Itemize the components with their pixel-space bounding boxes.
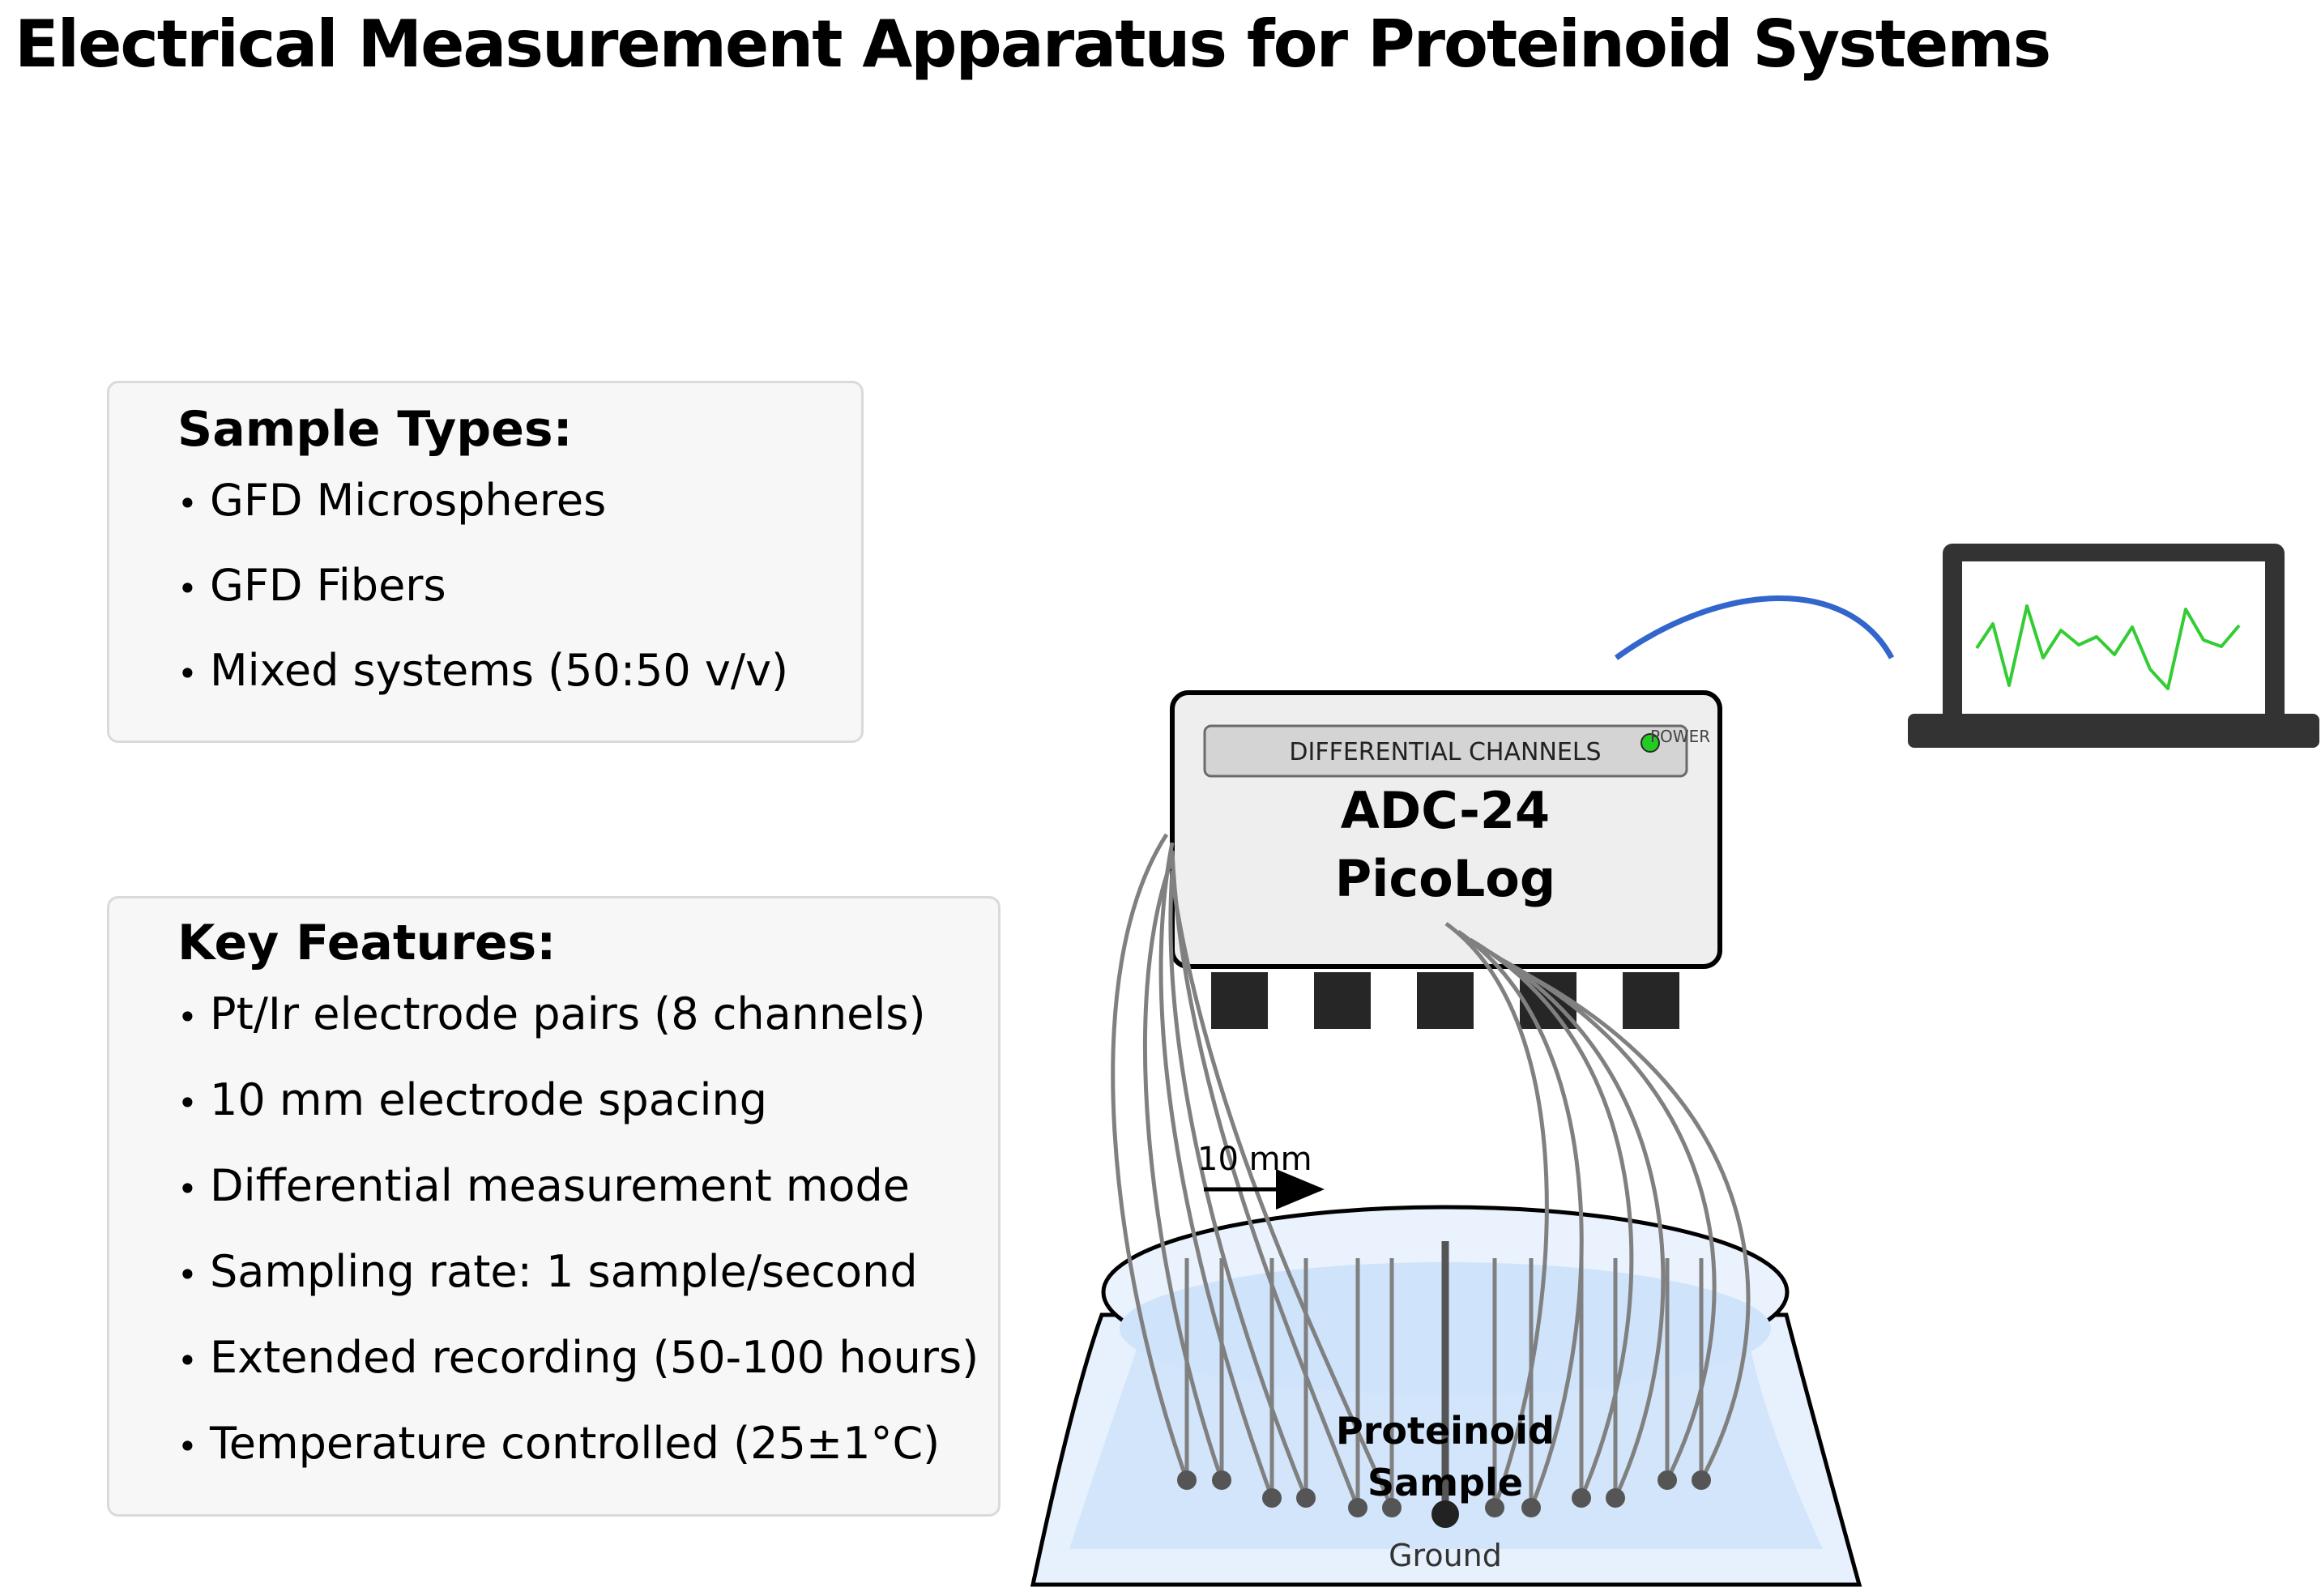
wire bbox=[1505, 962, 1751, 1482]
feature-item: Sampling rate: 1 sample/second bbox=[177, 1244, 979, 1329]
feature-item: Differential measurement mode bbox=[177, 1158, 979, 1244]
feature-item: Extended recording (50-100 hours) bbox=[177, 1329, 979, 1415]
wire bbox=[1444, 921, 1549, 1509]
sample-label: Proteinoid bbox=[1336, 1409, 1555, 1453]
key-features-heading: Key Features: bbox=[177, 915, 557, 971]
feature-item: Temperature controlled (25±1°C) bbox=[177, 1415, 979, 1501]
wire bbox=[1142, 858, 1224, 1481]
channel-connector bbox=[1314, 972, 1371, 1029]
signal-trace bbox=[1975, 604, 2241, 690]
power-led bbox=[1640, 733, 1660, 753]
electrode-tip bbox=[1382, 1498, 1402, 1517]
electrode-tip bbox=[1212, 1470, 1231, 1490]
electrode-tip bbox=[1521, 1498, 1541, 1517]
channels-label: DIFFERENTIAL CHANNELS bbox=[1289, 738, 1601, 766]
ground-label: Ground bbox=[1389, 1538, 1502, 1573]
page-title: Electrical Measurement Apparatus for Pro… bbox=[15, 6, 2051, 82]
sample-type-item: Mixed systems (50:50 v/v) bbox=[177, 642, 788, 728]
spacing-label: 10 mm bbox=[1197, 1141, 1312, 1178]
electrode-array bbox=[1184, 1258, 1704, 1508]
sample-label-line2: Sample bbox=[1367, 1461, 1523, 1504]
feature-item: Pt/Ir electrode pairs (8 channels) bbox=[177, 986, 979, 1072]
electrode-tip bbox=[1348, 1498, 1367, 1517]
data-logger: DIFFERENTIAL CHANNELS POWER ADC-24 PicoL… bbox=[1170, 690, 1722, 1029]
electrode-tip bbox=[1262, 1488, 1282, 1508]
feature-item: 10 mm electrode spacing bbox=[177, 1072, 979, 1158]
wire bbox=[1111, 833, 1189, 1481]
sample-types-heading: Sample Types: bbox=[177, 401, 573, 458]
channel-connector bbox=[1417, 972, 1474, 1029]
power-label: POWER bbox=[1650, 727, 1710, 746]
ground-electrode-tip bbox=[1431, 1500, 1459, 1528]
electrode-tip bbox=[1296, 1488, 1316, 1508]
channel-connector bbox=[1211, 972, 1268, 1029]
logger-model: PicoLog bbox=[1335, 849, 1556, 908]
sample-types-panel: Sample Types: GFD Microspheres GFD Fiber… bbox=[107, 381, 864, 743]
electrode-tips bbox=[1177, 1470, 1711, 1517]
key-features-list: Pt/Ir electrode pairs (8 channels) 10 mm… bbox=[177, 986, 979, 1501]
wire bbox=[1170, 878, 1394, 1509]
wire bbox=[1469, 937, 1634, 1499]
logger-name: ADC-24 bbox=[1341, 781, 1550, 840]
electrode-tip bbox=[1692, 1470, 1711, 1490]
wire bbox=[1481, 945, 1666, 1500]
sample-types-list: GFD Microspheres GFD Fibers Mixed system… bbox=[177, 472, 788, 728]
laptop-icon bbox=[1908, 544, 2319, 748]
wire bbox=[1158, 842, 1274, 1499]
sample-type-item: GFD Microspheres bbox=[177, 472, 788, 557]
wire bbox=[1457, 929, 1584, 1509]
wire bbox=[1493, 954, 1717, 1482]
channel-connector bbox=[1623, 972, 1679, 1029]
sample-type-item: GFD Fibers bbox=[177, 557, 788, 642]
electrode-tip bbox=[1177, 1470, 1197, 1490]
electrode-tip bbox=[1658, 1470, 1677, 1490]
electrode-tip bbox=[1572, 1488, 1591, 1508]
electrode-tip bbox=[1485, 1498, 1504, 1517]
key-features-panel: Key Features: Pt/Ir electrode pairs (8 c… bbox=[107, 896, 1001, 1517]
wire bbox=[1170, 850, 1360, 1509]
usb-cable bbox=[1614, 595, 1895, 660]
electrode-tip bbox=[1606, 1488, 1625, 1508]
